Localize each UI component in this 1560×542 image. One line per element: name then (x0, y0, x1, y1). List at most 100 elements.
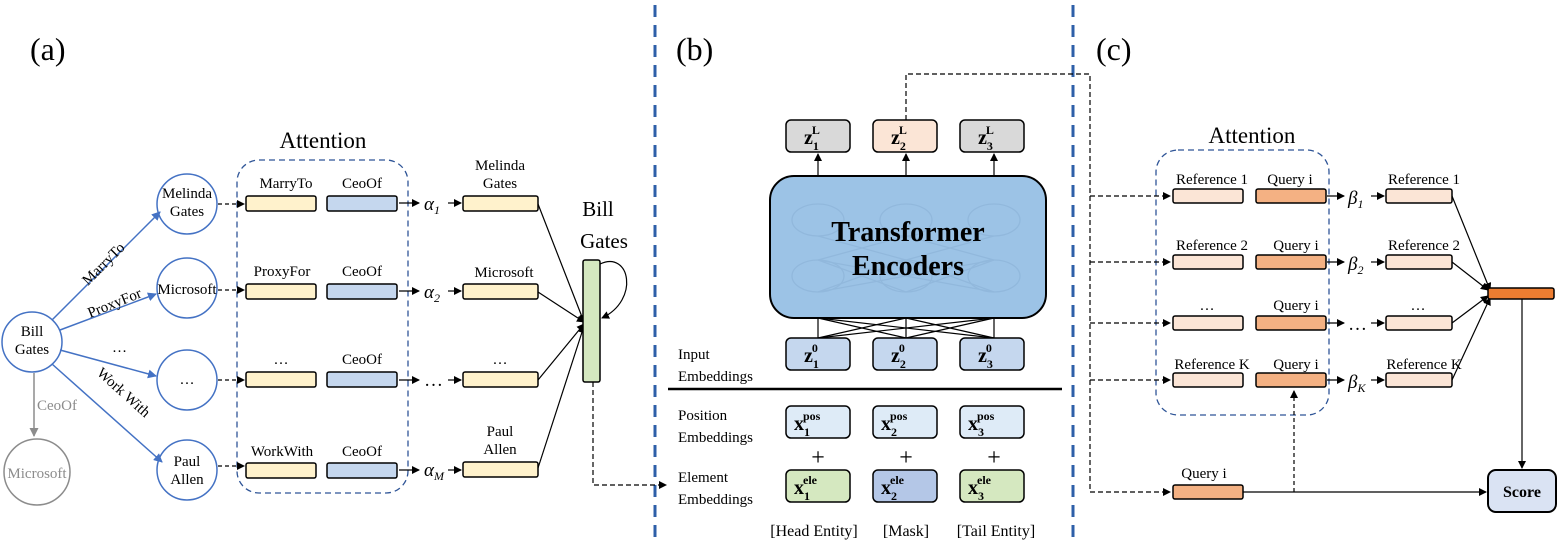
weighted-box-4 (1385, 372, 1453, 388)
position-embeddings-label-1: Position (678, 408, 728, 424)
query-box (1255, 372, 1327, 388)
input-embeddings-label-2: Embeddings (678, 369, 753, 385)
plus-3: + (987, 445, 1001, 471)
reference-label: Reference K (1174, 357, 1250, 373)
query-box (326, 283, 398, 300)
arrow-c-agg-3 (1451, 295, 1489, 324)
beta-3: … (1348, 314, 1367, 335)
node-microsoft: Microsoft (156, 257, 218, 319)
weighted-box-3 (1385, 315, 1453, 331)
token-math: z20 (891, 341, 906, 371)
token-math: x3pos (968, 409, 995, 439)
position-embeddings-label-2: Embeddings (678, 430, 753, 446)
alpha-3: … (424, 370, 443, 391)
token-math: x1ele (794, 473, 818, 503)
output-token-2: z2L (872, 119, 938, 153)
relation-label: WorkWith (251, 444, 314, 460)
attention-title-a: Attention (280, 128, 367, 153)
arrow-mask-output-to-c (905, 73, 1171, 496)
reference-box (1172, 372, 1244, 388)
token-math: x2ele (881, 473, 905, 503)
node-paul-allen: Paul Allen (156, 439, 218, 501)
score-box (1487, 469, 1557, 513)
aggregate-label-a: Bill (582, 197, 614, 221)
relation-box (245, 371, 317, 388)
output-label-1b: Gates (483, 176, 517, 192)
node-label: Bill (21, 324, 44, 340)
token-label-head: [Head Entity] (770, 523, 858, 540)
output-label-4b: Allen (483, 442, 517, 458)
node-melinda-gates: Melinda Gates (156, 173, 218, 235)
query-box (1255, 254, 1327, 270)
query-box (326, 371, 398, 388)
element-token-2: x2ele (872, 469, 938, 503)
reference-box (1172, 188, 1244, 204)
panel-label-c: (c) (1096, 31, 1132, 67)
reference-box (1172, 254, 1244, 270)
panel-c: Attention Reference 1 Query i Reference … (1090, 123, 1557, 513)
attention-row-a-4: WorkWith CeoOf (245, 444, 398, 479)
plus-1: + (811, 445, 825, 471)
relation-box (245, 283, 317, 300)
edge-workwith (51, 363, 163, 463)
alpha-1: α1 (424, 194, 440, 217)
weighted-label-1: Reference 1 (1388, 172, 1460, 188)
node-label: Gates (15, 342, 49, 358)
arrow-c-agg-4 (1451, 297, 1491, 381)
edge-label-ceoof: CeoOf (37, 398, 77, 414)
query-label: CeoOf (342, 444, 382, 460)
encoder-faded-nodes (791, 203, 1021, 293)
edge-proxyfor (59, 292, 157, 331)
output-label-2: Microsoft (474, 265, 534, 281)
output-box-3 (462, 371, 539, 388)
plus-2: + (899, 445, 913, 471)
relation-label: MarryTo (259, 176, 312, 192)
node-microsoft-gray: Microsoft (3, 438, 71, 506)
output-token-1: z1L (785, 119, 851, 153)
aggregate-box (582, 259, 601, 383)
edge-label-marryto: MarryTo (80, 240, 129, 289)
query-bottom-label: Query i (1181, 466, 1226, 482)
relation-label: ProxyFor (254, 264, 311, 280)
query-bottom-box (1172, 484, 1244, 500)
arrow-aggregate-to-element (592, 382, 667, 489)
arrow-agg-2 (537, 291, 585, 323)
token-label-mask: [Mask] (883, 523, 929, 540)
arrow-c-agg-2 (1451, 261, 1489, 291)
weighted-box-1 (1385, 188, 1453, 204)
query-box (1255, 315, 1327, 331)
attention-row-c-3: … Query i (1172, 298, 1327, 331)
query-label: Query i (1267, 172, 1312, 188)
position-token-2: x2pos (872, 405, 938, 439)
attention-row-c-2: Reference 2 Query i (1172, 238, 1327, 270)
token-math: x1pos (794, 409, 821, 439)
panel-b: z1L z2L z3L Transformer Encoders (668, 73, 1171, 540)
alpha-4: αM (424, 460, 445, 483)
edge-label-dots: … (112, 340, 127, 356)
input-connections (817, 317, 995, 339)
beta-4: βK (1347, 372, 1366, 395)
edge-dots (59, 349, 157, 379)
output-box-2 (462, 283, 539, 300)
position-token-3: x3pos (959, 405, 1025, 439)
relation-box (245, 195, 317, 212)
score-label: Score (1503, 484, 1541, 501)
token-math: z1L (804, 123, 820, 153)
reference-box (1172, 315, 1244, 331)
node-label: Allen (170, 472, 204, 488)
input-token-3: z30 (959, 337, 1025, 371)
query-label: CeoOf (342, 352, 382, 368)
node-label: Melinda (162, 186, 212, 202)
element-token-3: x3ele (959, 469, 1025, 503)
arrow-c-agg-1 (1451, 195, 1492, 291)
reference-label: Reference 1 (1176, 172, 1248, 188)
panel-label-b: (b) (676, 31, 713, 67)
alpha-2: α2 (424, 282, 440, 305)
relation-label: … (274, 352, 289, 368)
node-ellipsis: … (156, 349, 218, 411)
arrow-agg-3 (537, 323, 585, 381)
token-math: x2pos (881, 409, 908, 439)
beta-2: β2 (1347, 254, 1363, 277)
relation-box (245, 462, 317, 479)
panel-label-a: (a) (30, 31, 66, 67)
